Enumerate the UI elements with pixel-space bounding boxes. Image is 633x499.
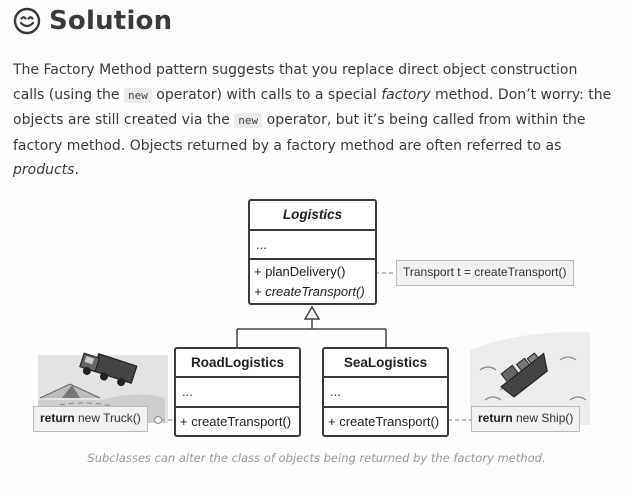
page-title: Solution [49, 6, 173, 36]
smile-icon [13, 7, 41, 35]
paragraph-text: The Factory Method pattern suggests that… [13, 62, 578, 103]
inheritance-arrow [236, 305, 387, 347]
note-keyword: return [478, 411, 513, 425]
plan-delivery-method: + planDelivery() [254, 264, 346, 279]
road-logistics-fields: ... [176, 378, 299, 408]
emphasis-text: products [13, 162, 75, 178]
paragraph-text: operator, but it’s being called from wit… [13, 112, 586, 154]
note-keyword: return [40, 411, 75, 425]
road-logistics-class-title: RoadLogistics [176, 349, 299, 378]
sea-logistics-fields: ... [324, 378, 447, 408]
figure-caption: Subclasses can alter the class of object… [87, 451, 546, 465]
note-text: new Ship() [512, 411, 574, 425]
solution-paragraph: The Factory Method pattern suggests that… [13, 58, 613, 183]
logistics-class-title: Logistics [250, 201, 375, 231]
paragraph-text: method. Don’t worry: the objects are sti… [13, 86, 612, 129]
note-anchor [153, 415, 163, 425]
road-create-transport-method: + createTransport() [180, 414, 292, 429]
paragraph-text: operator) with calls to a special [151, 86, 382, 103]
sea-note: return new Ship() [471, 406, 581, 432]
emphasis-text: factory [381, 86, 431, 103]
logistics-class-box[interactable]: Logistics ... + planDelivery() + createT… [248, 199, 377, 305]
road-note: return new Truck() [33, 406, 148, 432]
logistics-fields: ... [250, 231, 375, 260]
inline-code: new [123, 87, 152, 103]
sea-logistics-class-box[interactable]: SeaLogistics ... + createTransport() [322, 347, 449, 437]
inline-code: new [234, 113, 263, 128]
sea-create-transport-method: + createTransport() [328, 414, 440, 429]
note-text: new Truck() [74, 411, 141, 425]
ship-illustration [470, 331, 590, 425]
road-logistics-class-box[interactable]: RoadLogistics ... + createTransport() [174, 347, 301, 437]
logistics-note: Transport t = createTransport() [396, 260, 574, 286]
section-heading: Solution [13, 4, 172, 38]
paragraph-text: . [74, 162, 79, 178]
create-transport-abstract-method: + createTransport() [254, 284, 365, 299]
sea-logistics-class-title: SeaLogistics [324, 349, 447, 378]
